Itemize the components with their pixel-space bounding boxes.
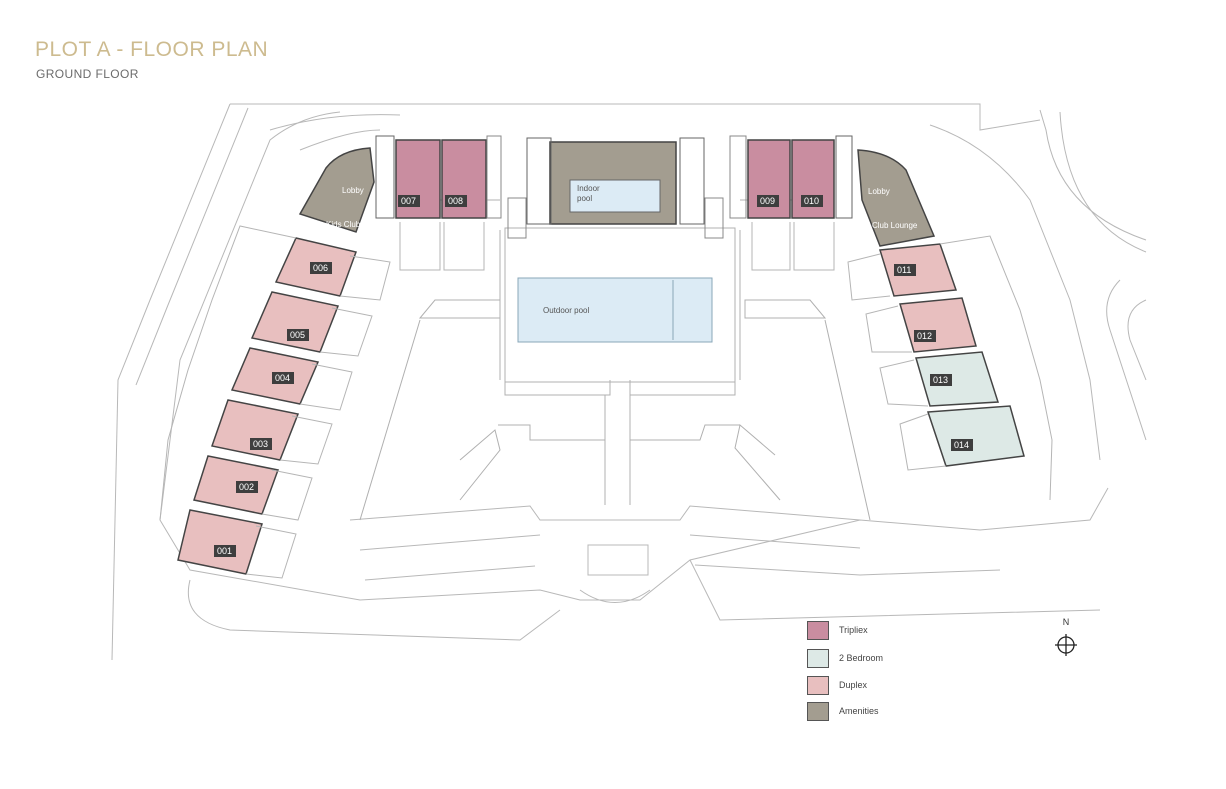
north-compass: N (1052, 617, 1080, 661)
triplex-units-left (375, 135, 502, 219)
unit-tag-004[interactable]: 004 (272, 372, 294, 384)
triplex-units-right (729, 135, 853, 219)
unit-tag-014[interactable]: 014 (951, 439, 973, 451)
unit-tag-003[interactable]: 003 (250, 438, 272, 450)
left-lobby-label: Lobby (342, 186, 364, 195)
left-lobby-amenity (298, 147, 375, 233)
club-lounge-label: Club Lounge (872, 221, 918, 230)
legend-label-amenities: Amenities (839, 706, 879, 716)
svg-text:011: 011 (897, 265, 911, 275)
outdoor-pool-label: Outdoor pool (543, 306, 589, 315)
svg-text:007: 007 (401, 196, 416, 206)
unit-tag-012[interactable]: 012 (914, 330, 936, 342)
svg-text:013: 013 (933, 375, 948, 385)
unit-tag-007[interactable]: 007 (398, 195, 420, 207)
svg-text:001: 001 (217, 546, 232, 556)
svg-text:009: 009 (760, 196, 775, 206)
svg-text:002: 002 (239, 482, 254, 492)
svg-text:012: 012 (917, 331, 932, 341)
legend-swatch-amenities (807, 702, 829, 721)
site-outline (111, 103, 1147, 661)
unit-tag-005[interactable]: 005 (287, 329, 309, 341)
right-wing-units (879, 243, 1025, 467)
svg-text:004: 004 (275, 373, 290, 383)
unit-tag-001[interactable]: 001 (214, 545, 236, 557)
legend-swatch-2-bedroom (807, 649, 829, 668)
svg-text:006: 006 (313, 263, 328, 273)
unit-tag-008[interactable]: 008 (445, 195, 467, 207)
legend-item-amenities: Amenities (807, 702, 1007, 726)
north-label: N (1062, 617, 1070, 627)
kids-club-label: Kids Club (326, 220, 361, 229)
page-subtitle: GROUND FLOOR (36, 67, 139, 81)
legend-label-2-bedroom: 2 Bedroom (839, 653, 884, 663)
outdoor-pool (517, 277, 713, 343)
unit-tag-002[interactable]: 002 (236, 481, 258, 493)
indoor-pool-label-2: pool (577, 194, 592, 203)
compass-icon (1055, 634, 1077, 656)
svg-text:003: 003 (253, 439, 268, 449)
svg-text:008: 008 (448, 196, 463, 206)
right-lobby-label: Lobby (868, 187, 890, 196)
svg-text:005: 005 (290, 330, 305, 340)
legend-label-triplex: Tripliex (839, 625, 868, 635)
page-title: PLOT A - FLOOR PLAN (35, 38, 269, 61)
legend-swatch-duplex (807, 676, 829, 695)
legend-item-duplex: Duplex (807, 676, 1007, 700)
left-wing-units (177, 237, 357, 575)
indoor-pool (569, 179, 661, 213)
unit-tag-011[interactable]: 011 (894, 264, 916, 276)
unit-tag-013[interactable]: 013 (930, 374, 952, 386)
svg-text:014: 014 (954, 440, 969, 450)
legend-swatch-triplex (807, 621, 829, 640)
svg-text:010: 010 (804, 196, 819, 206)
legend-item-2-bedroom: 2 Bedroom (807, 649, 1007, 673)
unit-tag-009[interactable]: 009 (757, 195, 779, 207)
unit-tag-010[interactable]: 010 (801, 195, 823, 207)
legend-label-duplex: Duplex (839, 680, 868, 690)
unit-tag-006[interactable]: 006 (310, 262, 332, 274)
right-lobby-amenity (857, 149, 936, 247)
legend-item-triplex: Tripliex (807, 621, 1007, 645)
indoor-pool-label-1: Indoor (577, 184, 600, 193)
